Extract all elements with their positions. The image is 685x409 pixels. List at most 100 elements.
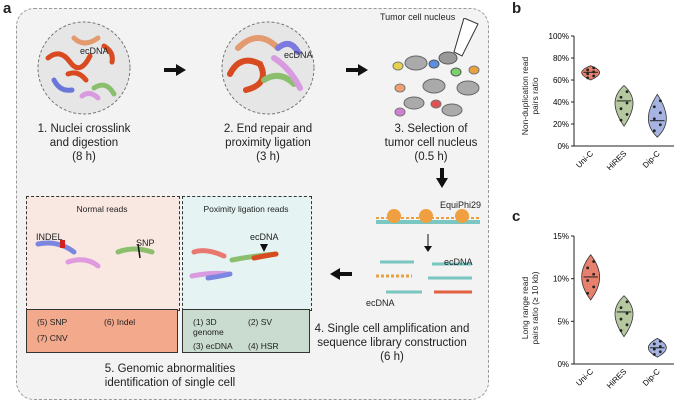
step-2-line2: proximity ligation <box>225 137 311 149</box>
panel-letter-c: c <box>512 208 521 225</box>
data-point <box>619 329 623 332</box>
x-tick-label: Dip-C <box>641 149 662 170</box>
data-point <box>586 72 590 76</box>
data-point <box>586 68 590 72</box>
ecdna-label-2: ecDNA <box>284 50 313 60</box>
step-4-line1: 4. Single cell amplification and <box>314 323 470 335</box>
data-point <box>592 260 596 263</box>
panel-letter-b: b <box>512 0 522 17</box>
amplification-illustration <box>376 209 480 294</box>
normal-read-item: (6) Indel <box>104 317 136 327</box>
data-point <box>619 306 623 310</box>
step-1-line1: 1. Nuclei crosslink <box>37 123 131 135</box>
data-point <box>592 272 596 276</box>
normal-reads-illustration <box>35 240 155 269</box>
proximity-reads-table: (1) 3D genome (2) SV (3) ecDNA (4) HSR <box>182 309 310 353</box>
data-point <box>586 76 590 80</box>
step-5-line2: identification of single cell <box>104 377 236 389</box>
ecdna-label-5: ecDNA <box>250 232 279 242</box>
step-2-time: (3 h) <box>256 151 280 163</box>
violin-shape <box>581 65 601 81</box>
data-point <box>658 345 662 348</box>
x-tick-label: Dip-C <box>641 367 662 388</box>
step-2-caption: 2. End repair and proximity ligation (3 … <box>206 122 330 164</box>
ecdna-label-1: ecDNA <box>80 46 109 56</box>
step-3-caption: 3. Selection of tumor cell nucleus (0.5 … <box>376 122 486 164</box>
arrow-down-icon <box>436 168 448 188</box>
y-tick-label: 40% <box>553 98 569 107</box>
data-point <box>625 112 629 116</box>
step-2-line1: 2. End repair and <box>223 123 313 135</box>
indel-label: INDEL <box>36 232 63 242</box>
data-point <box>625 311 629 315</box>
violin-shape <box>614 295 634 338</box>
data-point <box>652 129 656 133</box>
y-tick-label: 20% <box>553 120 569 129</box>
step-4-caption: 4. Single cell amplification and sequenc… <box>298 322 486 364</box>
step-4-time: (6 h) <box>380 351 404 363</box>
normal-reads-table: (5) SNP (6) Indel (7) CNV <box>26 309 178 353</box>
data-point <box>592 70 596 74</box>
nuclei-digestion-illustration <box>37 21 131 115</box>
violin-shape <box>614 84 634 127</box>
step-5-line1: 5. Genomic abnormalities <box>104 363 236 375</box>
snp-label: SNP <box>136 238 155 248</box>
data-point <box>658 99 662 103</box>
data-point <box>586 266 590 270</box>
proximity-read-item: (1) 3D genome <box>193 317 224 337</box>
arrow-right-icon <box>164 64 186 76</box>
chart-b-plot: 0% 20% 40% 60% 80% 100% Uni-C HiRES Dip-C <box>549 32 674 170</box>
y-tick-label: 15% <box>553 232 569 241</box>
y-tick-label: 0% <box>557 360 569 369</box>
normal-read-item: (5) SNP <box>37 317 68 327</box>
data-point <box>586 279 590 282</box>
step-1-caption: 1. Nuclei crosslink and digestion (8 h) <box>24 122 144 164</box>
proximity-read-item: (3) ecDNA <box>193 341 233 351</box>
step-3-line2: tumor cell nucleus <box>384 137 478 149</box>
data-point <box>652 352 656 356</box>
data-point <box>658 123 662 127</box>
x-tick-label: Uni-C <box>574 149 595 170</box>
step-3-time: (0.5 h) <box>414 151 448 163</box>
step-1-line2: and digestion <box>49 137 119 149</box>
data-point <box>652 342 656 346</box>
data-point <box>592 66 596 70</box>
data-point <box>652 347 656 351</box>
data-point <box>658 339 662 343</box>
tumor-nucleus-label: Tumor cell nucleus <box>380 12 456 22</box>
proximity-reads-box <box>182 196 312 311</box>
equiphi29-label: EquiPhi29 <box>440 200 482 210</box>
data-point <box>625 90 629 94</box>
x-tick-label: HiRES <box>605 367 628 390</box>
y-tick-label: 100% <box>549 32 569 41</box>
arrow-left-icon <box>330 268 352 280</box>
proximity-read-item: (4) HSR <box>248 341 279 351</box>
data-point <box>625 323 629 327</box>
x-tick-label: Uni-C <box>574 367 595 388</box>
normal-reads-title: Normal reads <box>76 204 128 214</box>
y-tick-label: 80% <box>553 54 569 63</box>
proximity-read-item: (2) SV <box>248 317 273 327</box>
step-1-time: (8 h) <box>72 151 96 163</box>
ecdna-label-4: ecDNA <box>366 298 395 308</box>
data-point <box>658 350 662 354</box>
data-point <box>592 74 596 78</box>
proximity-ligation-illustration <box>221 21 315 115</box>
data-point <box>619 317 623 321</box>
data-point <box>658 111 662 115</box>
data-point <box>625 300 629 304</box>
proximity-reads-illustration <box>189 244 279 281</box>
x-tick-label: HiRES <box>605 149 628 170</box>
data-point <box>619 95 623 99</box>
y-tick-label: 60% <box>553 76 569 85</box>
ecdna-label-3: ecDNA <box>444 257 473 267</box>
step-5-caption: 5. Genomic abnormalities identification … <box>60 362 280 390</box>
arrow-right-icon <box>346 64 368 76</box>
tumor-cell-selection-illustration <box>392 18 480 117</box>
proximity-reads-title: Poximity ligation reads <box>203 204 289 214</box>
y-tick-label: 0% <box>557 142 569 151</box>
data-point <box>652 117 656 121</box>
